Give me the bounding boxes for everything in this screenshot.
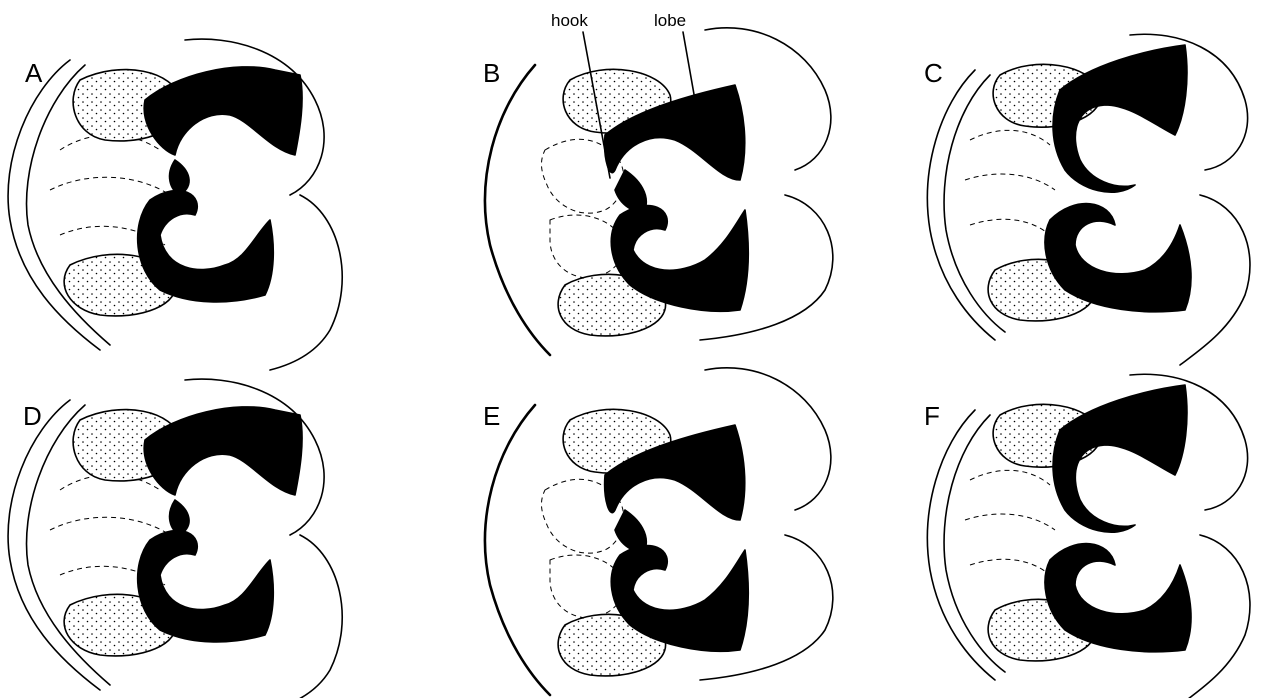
hook-callout-label: hook bbox=[551, 11, 588, 30]
panel-c-letter: C bbox=[924, 58, 943, 88]
panel-f-letter: F bbox=[924, 401, 940, 431]
panel-e-letter: E bbox=[483, 401, 500, 431]
panel-b-letter: B bbox=[483, 58, 500, 88]
panel-a-letter: A bbox=[25, 58, 43, 88]
panel-d-letter: D bbox=[23, 401, 42, 431]
lobe-callout-label: lobe bbox=[654, 11, 686, 30]
